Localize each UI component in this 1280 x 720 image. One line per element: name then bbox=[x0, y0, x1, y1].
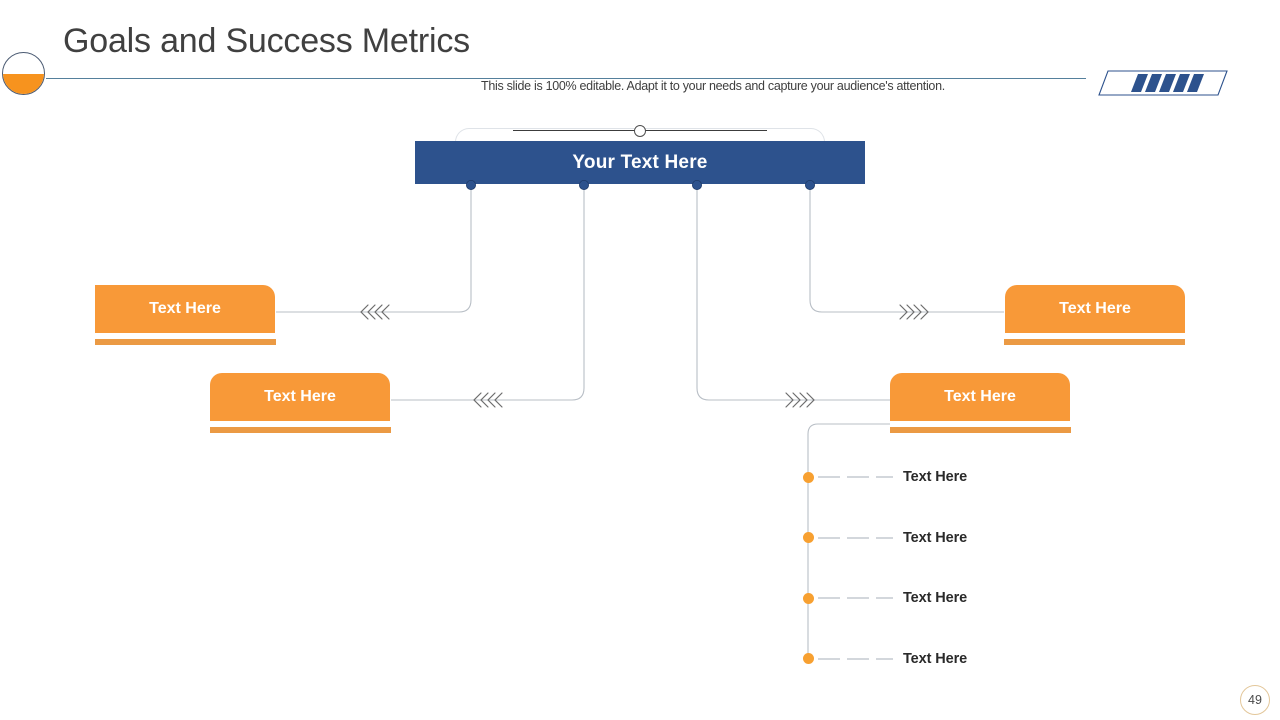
header-circle-half-fill bbox=[3, 73, 44, 94]
header-stripes-decoration-icon bbox=[1098, 70, 1228, 96]
page-number-badge: 49 bbox=[1240, 685, 1270, 715]
branch-box-4-label: Text Here bbox=[944, 388, 1016, 405]
sub-item-label-3: Text Here bbox=[903, 590, 968, 606]
header-divider bbox=[46, 78, 1086, 79]
branch-box-4-underline bbox=[890, 427, 1071, 433]
top-node-box[interactable]: Your Text Here bbox=[415, 141, 865, 184]
sub-item-label-4: Text Here bbox=[903, 651, 968, 667]
branch-box-1[interactable]: Text Here bbox=[95, 285, 275, 333]
page-title: Goals and Success Metrics bbox=[63, 22, 470, 60]
page-number-value: 49 bbox=[1248, 693, 1262, 707]
sub-item-label-2: Text Here bbox=[903, 530, 968, 546]
header-decoration-circle-icon bbox=[2, 52, 45, 95]
header-subtitle: This slide is 100% editable. Adapt it to… bbox=[481, 79, 945, 93]
sub-item-label-1: Text Here bbox=[903, 469, 968, 485]
branch-box-3[interactable]: Text Here bbox=[1005, 285, 1185, 333]
sub-item-bullet-icon-3 bbox=[803, 593, 814, 604]
sub-item-bullet-icon-1 bbox=[803, 472, 814, 483]
branch-box-3-label: Text Here bbox=[1059, 300, 1131, 317]
branch-box-1-underline bbox=[95, 339, 276, 345]
branch-box-2[interactable]: Text Here bbox=[210, 373, 390, 421]
branch-box-1-label: Text Here bbox=[149, 300, 221, 317]
sub-item-bullet-icon-2 bbox=[803, 532, 814, 543]
branch-box-2-label: Text Here bbox=[264, 388, 336, 405]
branch-box-2-underline bbox=[210, 427, 391, 433]
branch-box-3-underline bbox=[1004, 339, 1185, 345]
sub-item-bullet-icon-4 bbox=[803, 653, 814, 664]
branch-box-4[interactable]: Text Here bbox=[890, 373, 1070, 421]
top-node-circle-icon bbox=[634, 125, 646, 137]
top-node-label: Your Text Here bbox=[572, 151, 708, 173]
